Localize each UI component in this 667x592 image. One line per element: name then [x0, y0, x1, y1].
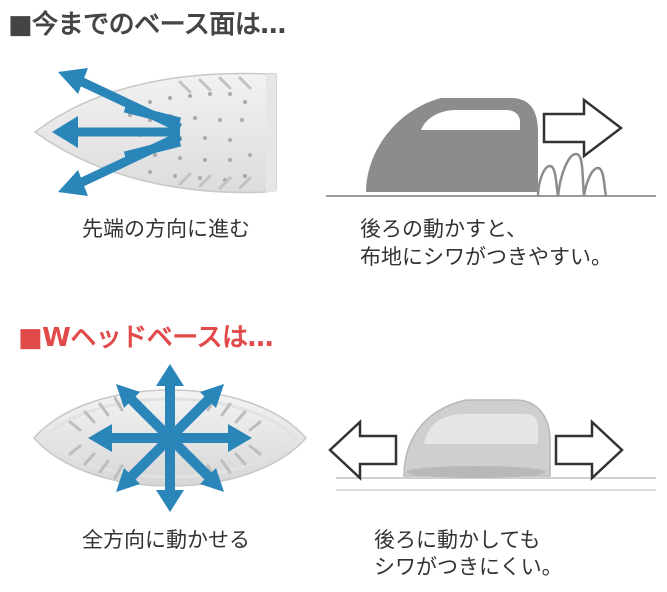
- section-heading-wheadbase: ■Wヘッドベースは…: [18, 323, 273, 353]
- traditional-right-caption-line1: 後ろの動かすと、: [360, 217, 528, 241]
- whead-right-caption-line2: シワがつきにくい。: [374, 555, 563, 579]
- whead-right-caption-line1: 後ろに動かしても: [374, 528, 541, 552]
- traditional-soleplate-illustration: [33, 68, 277, 196]
- iron-bidirectional-illustration: [328, 399, 656, 491]
- whead-soleplate-illustration: [33, 364, 307, 512]
- traditional-right-caption-line2: 布地にシワがつきやすい。: [360, 245, 612, 269]
- iron-wrinkle-illustration: [326, 97, 656, 197]
- whead-left-caption: 全方向に動かせる: [82, 528, 250, 552]
- section-heading-current: ■今までのベース面は…: [8, 10, 286, 40]
- traditional-left-caption: 先端の方向に進む: [82, 217, 250, 241]
